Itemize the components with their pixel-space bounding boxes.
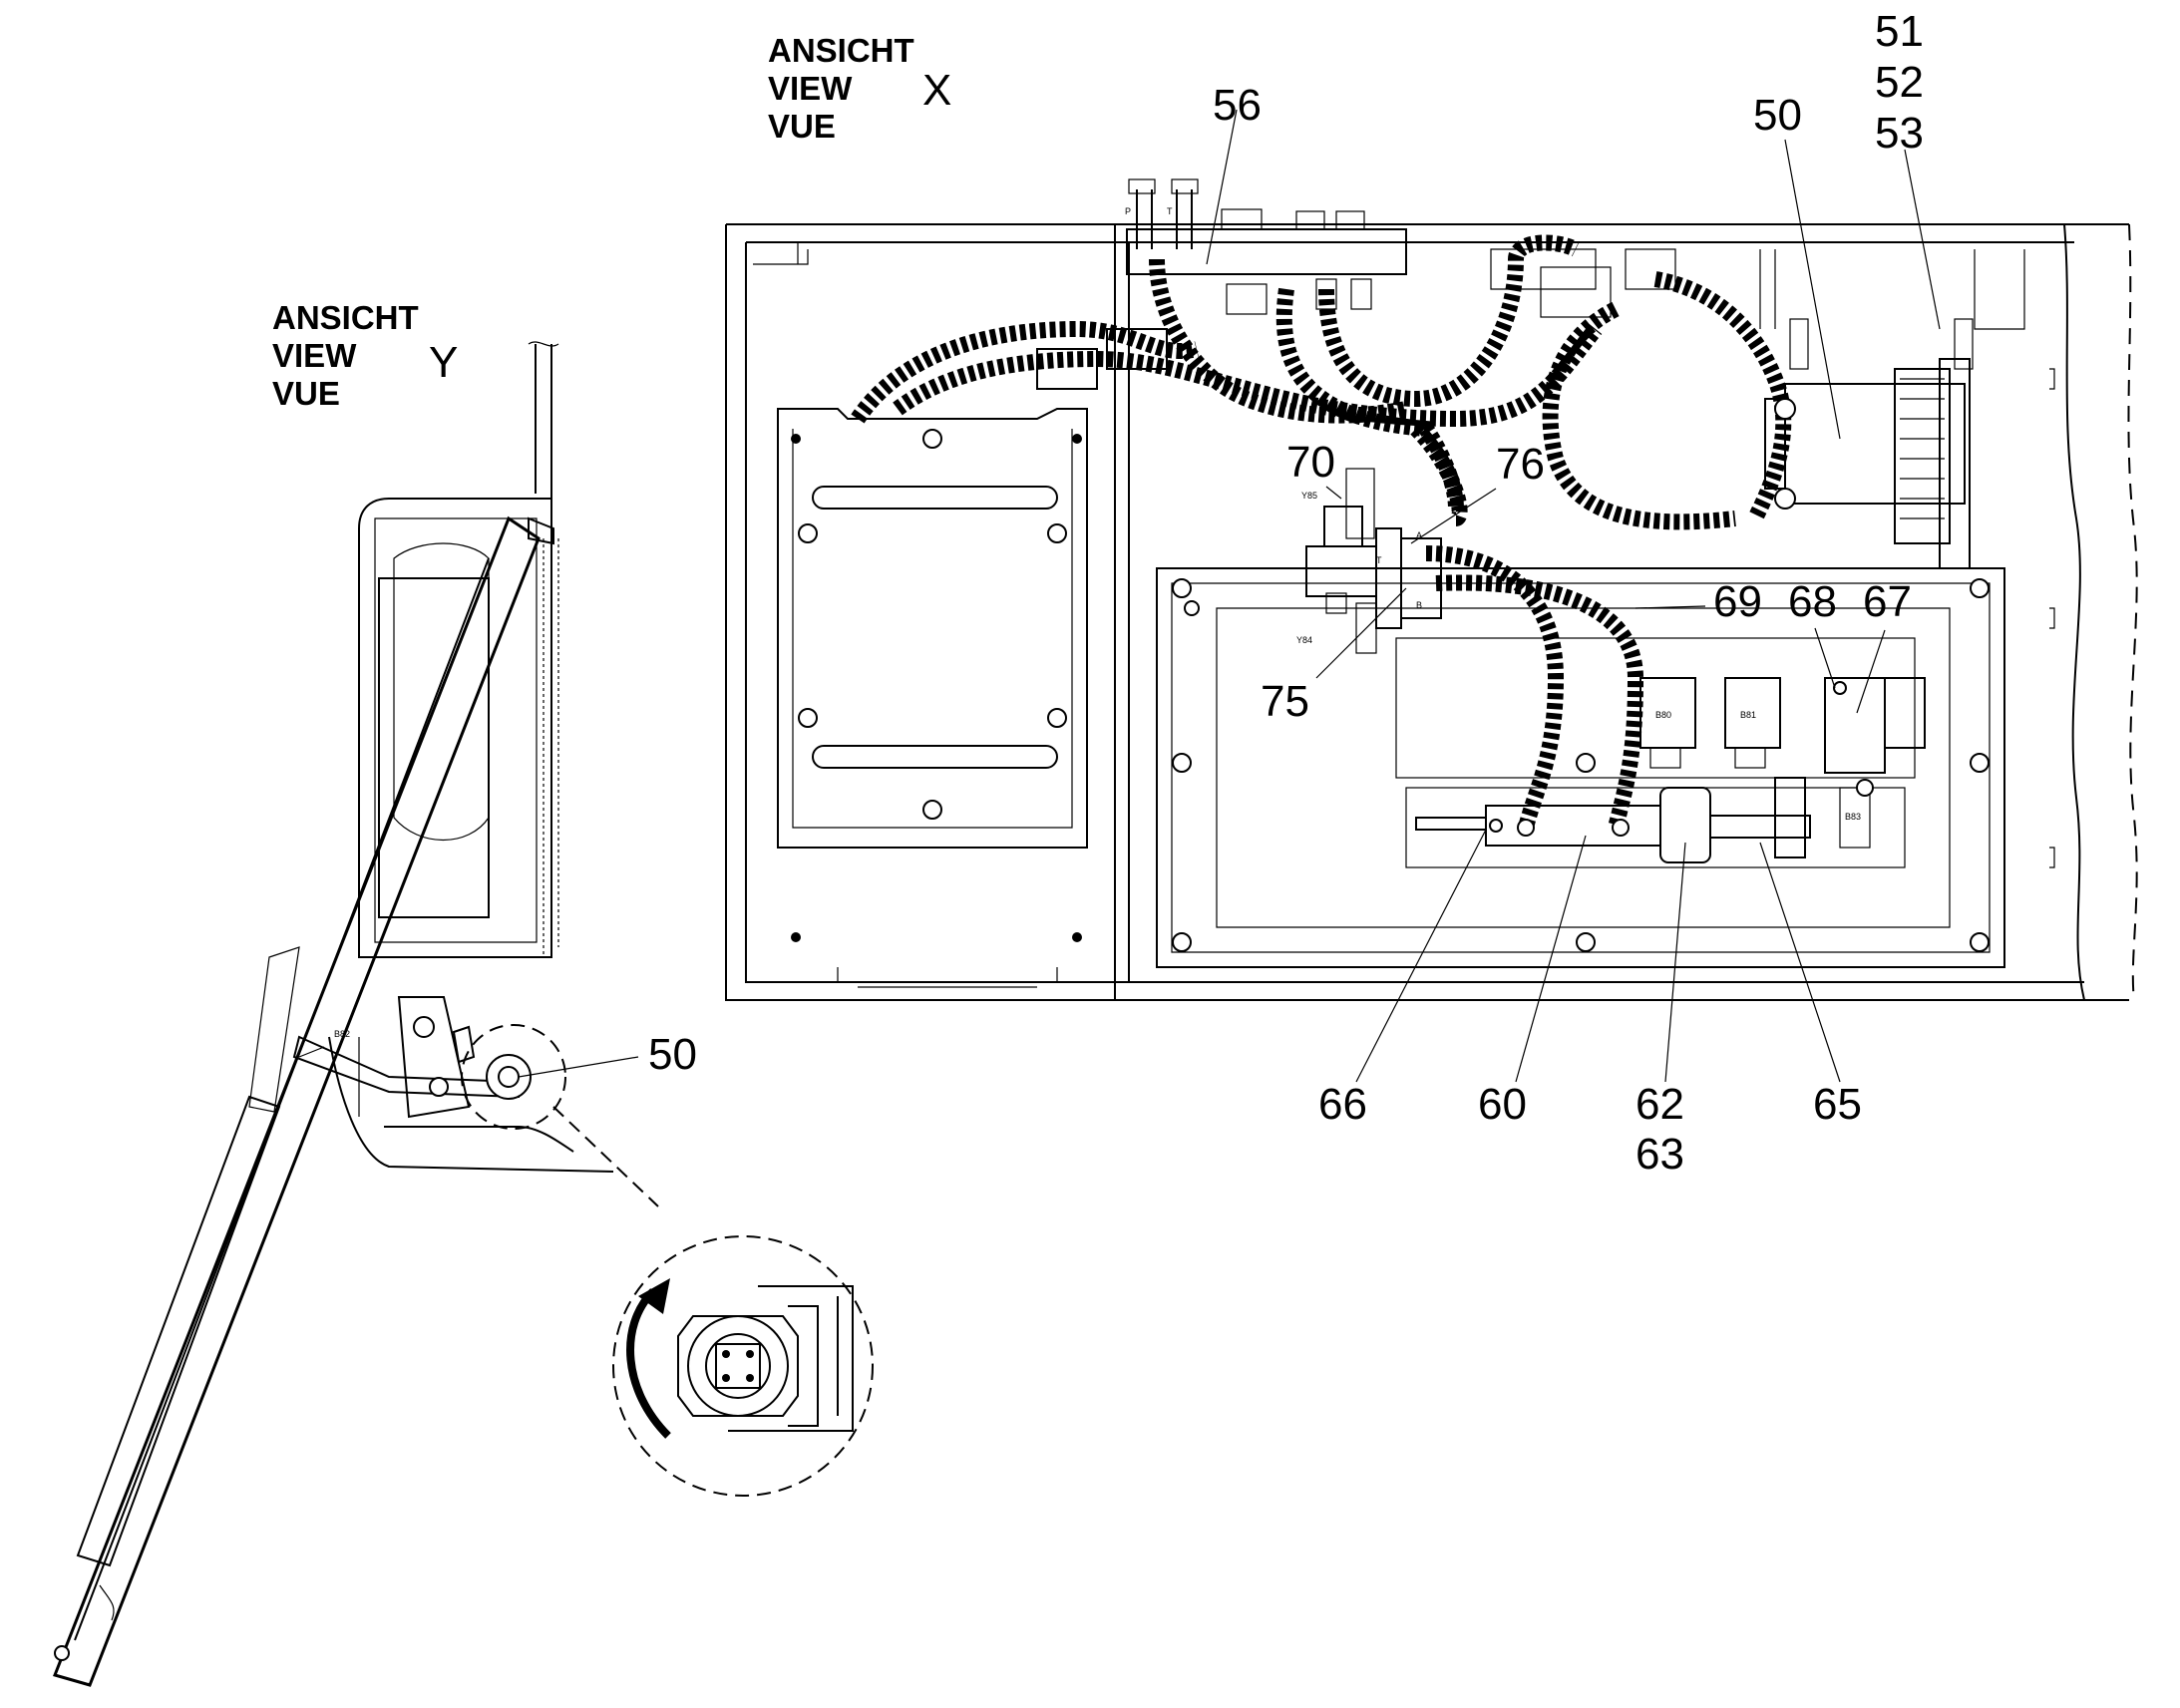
b81-label: B81 (1740, 710, 1756, 720)
b80-label: B80 (1655, 710, 1671, 720)
callout-76: 76 (1496, 440, 1545, 489)
hydraulic-cylinder (1415, 777, 1811, 863)
y85-label: Y85 (1301, 491, 1317, 501)
door-panel (53, 515, 554, 1687)
sensor-group: B80 B81 B83 (1639, 677, 1926, 849)
detail-connector (552, 1106, 659, 1207)
callout-65: 65 (1813, 1080, 1862, 1129)
view-x-title-line-3: VUE (768, 108, 836, 145)
view-y-title-line-2: VIEW (272, 337, 357, 374)
y84-label: Y84 (1296, 635, 1312, 645)
callout-52: 52 (1875, 58, 1924, 107)
motor-assembly (1764, 318, 1974, 569)
callout-51: 51 (1875, 7, 1924, 56)
port-t-label: T (1167, 206, 1173, 216)
valve-block: Y85 Y84 A T B (1296, 468, 1442, 654)
rotation-arrowhead (638, 1278, 670, 1314)
callout-56: 56 (1213, 81, 1262, 130)
callout-50-top: 50 (1753, 91, 1802, 140)
hinge-mechanism: B82 (292, 996, 532, 1119)
callout-63: 63 (1635, 1130, 1684, 1179)
detail-circle-small (461, 1024, 566, 1130)
port-t2-label: T (1376, 555, 1382, 565)
callout-66: 66 (1318, 1080, 1367, 1129)
port-a-label: A (1416, 530, 1422, 540)
callout-60: 60 (1478, 1080, 1527, 1129)
view-y-title-line-3: VUE (272, 375, 340, 412)
detail-enlargement (612, 1235, 874, 1497)
detail-circle-large (612, 1235, 874, 1497)
callout-50-side: 50 (648, 1030, 697, 1079)
view-y-title-line-1: ANSICHT (272, 299, 419, 336)
mounting-plate (1156, 567, 2005, 968)
port-p-label: P (1125, 206, 1131, 216)
callout-53: 53 (1875, 109, 1924, 158)
hose-bundle (851, 234, 1792, 830)
callout-69: 69 (1713, 577, 1762, 626)
callout-68: 68 (1788, 577, 1837, 626)
b82-label: B82 (334, 1029, 350, 1039)
view-y-group: ANSICHT VIEW VUE Y (53, 299, 874, 1687)
port-b-label: B (1416, 600, 1422, 610)
view-y-letter: Y (429, 338, 458, 387)
leader-50-side (518, 1056, 639, 1078)
callout-70: 70 (1286, 438, 1335, 487)
view-x-callouts: 51 52 53 50 56 70 76 75 69 68 67 66 60 6… (1213, 7, 1924, 1179)
view-x-frame (725, 223, 2138, 1001)
rotation-arrow (626, 1288, 671, 1439)
view-x-title-line-1: ANSICHT (768, 32, 914, 69)
callout-75: 75 (1261, 677, 1309, 726)
view-x-group: ANSICHT VIEW VUE X (725, 7, 2138, 1179)
view-x-title-line-2: VIEW (768, 70, 853, 107)
view-x-leaders (1206, 109, 1941, 1083)
callout-67: 67 (1863, 577, 1912, 626)
top-manifold: P T (1125, 178, 1407, 315)
left-panel (777, 408, 1088, 942)
b83-label: B83 (1845, 812, 1861, 822)
callout-62: 62 (1635, 1080, 1684, 1129)
view-x-letter: X (922, 66, 951, 115)
